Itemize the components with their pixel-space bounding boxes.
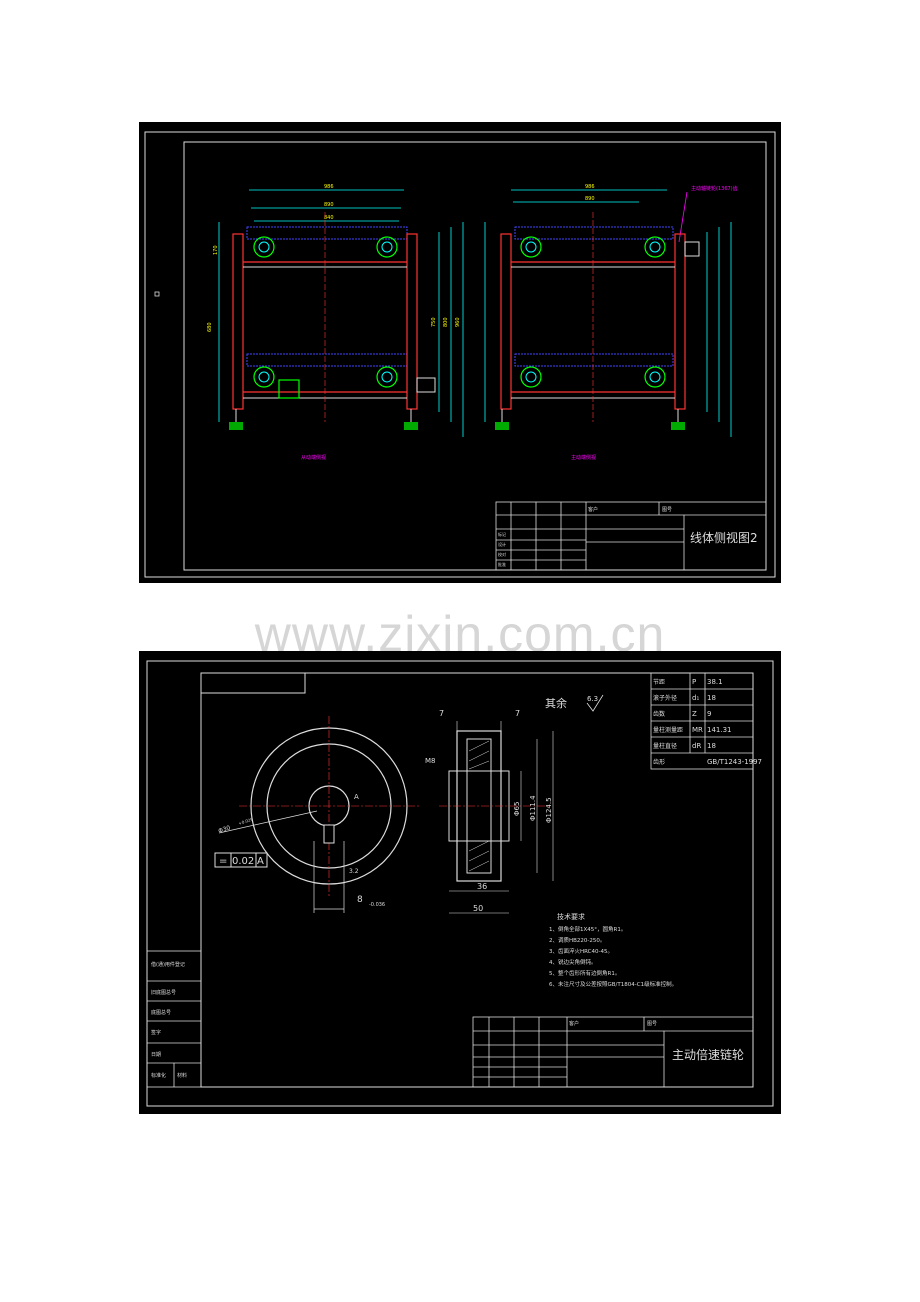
- side-view-drawing: 986 890 840 680 750 800 960 170 从: [144, 131, 776, 578]
- drive-sprocket-callout: 主动轴链轮(1367)齿: [691, 185, 738, 192]
- roughness-a: A: [354, 793, 359, 801]
- sprocket-drawing: 8 -0.036 Φ30 +0.025 A 3.2 = 0.02 A 7 7 M…: [146, 660, 774, 1107]
- title-block-sheet1: [495, 501, 767, 571]
- right-side-view: 986 890 主动轴链轮(1367)齿 主动端侧视: [484, 184, 738, 461]
- dim-d124: Φ124.5: [545, 797, 553, 823]
- parameter-rows: 节距 P 38.1 滚子外径 d₁ 18 齿数 Z 9 量柱测量距 MR 141.31 量柱直径 dR 18…: [653, 678, 762, 766]
- param-symbol: d₁: [692, 694, 699, 702]
- param-symbol: dR: [692, 742, 701, 750]
- side-label-2: 底图总号: [151, 1009, 171, 1016]
- param-name: 齿形: [653, 758, 665, 766]
- tolerance-datum: A: [257, 856, 264, 867]
- param-name: 量柱直径: [653, 742, 677, 750]
- dim-890-right: 890: [585, 196, 595, 202]
- dim-750: 750: [431, 317, 437, 327]
- side-label-6: 材料: [177, 1072, 187, 1079]
- param-name: 滚子外径: [653, 694, 677, 702]
- tech-req-item: 1、倒角全部1X45°，圆角R1。: [549, 925, 626, 933]
- side-label-4: 日期: [151, 1052, 161, 1058]
- side-label-5: 标准化: [151, 1072, 166, 1079]
- tb2-drawing-no: 图号: [647, 1021, 657, 1027]
- side-registration-column: [146, 950, 202, 1088]
- tech-req-item: 4、锐边尖角倒钝。: [549, 958, 597, 966]
- param-value: 18: [707, 742, 716, 750]
- side-label-1: 旧底图总号: [151, 989, 176, 996]
- dim-840: 840: [324, 215, 334, 221]
- left-side-view: 986 890 840 680 750 800 960 170 从: [207, 184, 464, 461]
- tech-req-item: 6、未注尺寸及公差按照GB/T1804-C1级标准控制。: [549, 980, 677, 988]
- dim-d111: Φ111.4: [529, 795, 537, 821]
- tech-req-item: 3、齿面淬火HRC40-45。: [549, 947, 613, 955]
- sheet1-title: 线体侧视图2: [690, 530, 758, 545]
- param-symbol: Z: [692, 710, 697, 718]
- dim-986-right: 986: [585, 184, 595, 190]
- side-label-3: 签字: [151, 1029, 161, 1036]
- sprocket-parameter-table: [650, 672, 754, 770]
- param-symbol: P: [692, 678, 696, 686]
- roughness-value: 6.3: [587, 695, 598, 703]
- param-value: 38.1: [707, 678, 723, 686]
- param-symbol: MR: [692, 726, 703, 734]
- sprocket-front-view: 8 -0.036 Φ30 +0.025 A 3.2 = 0.02 A: [214, 716, 419, 913]
- dim-986: 986: [324, 184, 334, 190]
- param-name: 量柱测量距: [653, 726, 683, 734]
- dim-left-7: 7: [439, 709, 444, 718]
- dim-890: 890: [324, 202, 334, 208]
- tb1-drawing-no: 图号: [662, 507, 672, 513]
- tech-requirements-list: 1、倒角全部1X45°，圆角R1。 2、调质HB220-250。 3、齿面淬火HRC…: [549, 925, 677, 988]
- left-view-caption: 从动端侧视: [301, 454, 326, 461]
- dim-m8: M8: [425, 757, 436, 765]
- roughness-c: 3.2: [349, 868, 359, 875]
- param-value: GB/T1243-1997: [707, 758, 762, 766]
- tolerance-symbol: =: [219, 856, 227, 867]
- tb1-client: 客户: [588, 506, 598, 513]
- dim-w50: 50: [473, 904, 483, 913]
- param-value: 9: [707, 710, 711, 718]
- tech-req-title: 技术要求: [557, 912, 585, 921]
- tb1-role-approve: 批准: [498, 561, 506, 567]
- sprocket-section-view: 7 7 M8 Φ65 Φ111.4 Φ124.5 36 50 其余 6.3: [425, 694, 604, 914]
- dim-key-width: 8: [357, 895, 363, 905]
- tb2-client: 客户: [569, 1020, 579, 1027]
- dim-bore: Φ30: [217, 824, 231, 835]
- tb1-role-check: 校对: [498, 551, 506, 557]
- dim-right-7: 7: [515, 709, 520, 718]
- tolerance-value: 0.02: [232, 856, 254, 867]
- param-name: 齿数: [653, 710, 665, 718]
- tech-req-item: 2、调质HB220-250。: [549, 936, 605, 944]
- dim-bore-tol: +0.025: [238, 816, 254, 825]
- tb1-mark-label: 标记: [498, 531, 506, 537]
- roughness-note: 其余: [545, 696, 567, 710]
- dim-680: 680: [207, 322, 213, 332]
- dim-960: 960: [455, 317, 461, 327]
- tb1-role-design: 设计: [498, 541, 506, 547]
- drawing-sheet-side-view: 986 890 840 680 750 800 960 170 从: [139, 122, 781, 583]
- side-label-0: 借(通)用件登记: [151, 961, 185, 968]
- drawing-sheet-sprocket: 8 -0.036 Φ30 +0.025 A 3.2 = 0.02 A 7 7 M…: [139, 651, 781, 1114]
- dim-170: 170: [213, 245, 219, 255]
- param-name: 节距: [653, 678, 665, 686]
- dim-d65: Φ65: [513, 802, 521, 816]
- param-value: 18: [707, 694, 716, 702]
- tech-req-item: 5、整个齿形所有边倒角R1。: [549, 969, 620, 977]
- title-block-sheet2: [472, 1016, 754, 1088]
- param-value: 141.31: [707, 726, 732, 734]
- dim-800: 800: [443, 317, 449, 327]
- dim-key-tol: -0.036: [369, 902, 385, 908]
- dim-w36: 36: [477, 882, 487, 891]
- right-view-caption: 主动端侧视: [571, 454, 596, 461]
- sheet2-title: 主动倍速链轮: [672, 1047, 744, 1062]
